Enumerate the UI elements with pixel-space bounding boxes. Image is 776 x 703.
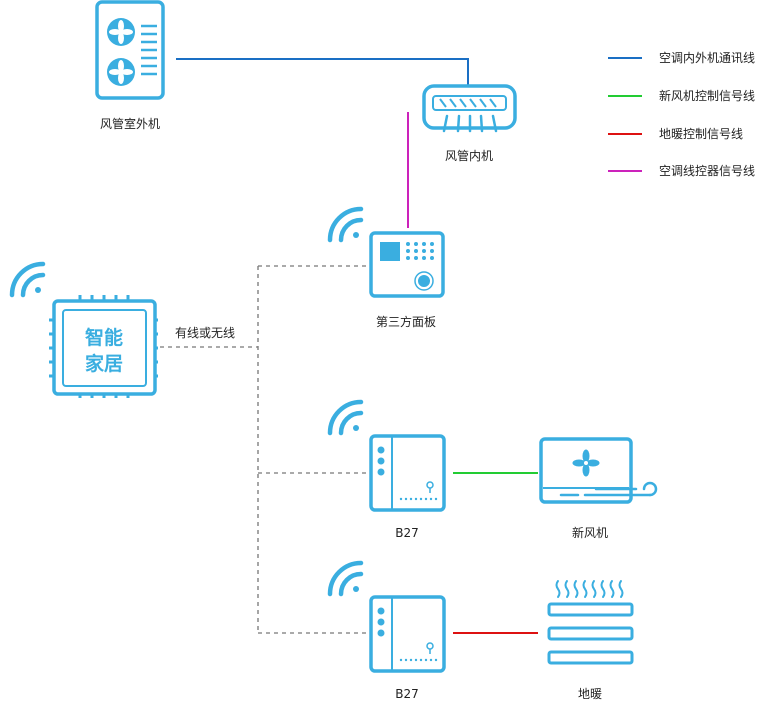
wifi-icon — [327, 206, 364, 243]
b27-controller — [369, 595, 446, 673]
heat-wave-icon — [555, 580, 624, 598]
outdoor-unit-label: 风管室外机 — [100, 116, 160, 131]
b27-label: B27 — [395, 687, 419, 701]
legend-label: 空调内外机通讯线 — [659, 51, 755, 65]
third-party-panel-label: 第三方面板 — [376, 314, 436, 329]
legend-label: 地暖控制信号线 — [659, 127, 743, 141]
outdoor-unit — [95, 0, 165, 100]
wifi-icon — [327, 560, 364, 597]
connection-label: 有线或无线 — [175, 326, 235, 340]
floor-heating — [547, 580, 634, 665]
fresh-air-unit — [539, 437, 658, 504]
b27-controller — [369, 434, 446, 512]
hub-label-line1: 智能 — [85, 326, 123, 349]
fresh-air-label: 新风机 — [572, 525, 608, 540]
display-icon — [380, 242, 400, 261]
legend-label: 新风机控制信号线 — [659, 88, 755, 103]
hub-label-line2: 家居 — [85, 352, 123, 375]
floor-heating-label: 地暖 — [578, 687, 602, 701]
indoor-unit — [422, 84, 517, 133]
smart-home-hub: 智能 家居 — [49, 295, 158, 398]
comm-line — [176, 58, 469, 88]
third-party-panel — [369, 231, 445, 298]
indoor-unit-label: 风管内机 — [445, 148, 493, 163]
wifi-icon — [9, 261, 46, 298]
connection-lines — [160, 58, 538, 634]
legend: 空调内外机通讯线 新风机控制信号线 地暖控制信号线 空调线控器信号线 — [608, 51, 755, 178]
keypad-icon — [406, 242, 434, 260]
dashed-bus — [160, 265, 368, 634]
wind-icon — [559, 481, 658, 497]
knob-icon — [416, 273, 432, 289]
fan-icon — [572, 449, 600, 477]
wifi-icon — [327, 399, 364, 436]
legend-label: 空调线控器信号线 — [659, 164, 755, 178]
b27-label: B27 — [395, 526, 419, 540]
